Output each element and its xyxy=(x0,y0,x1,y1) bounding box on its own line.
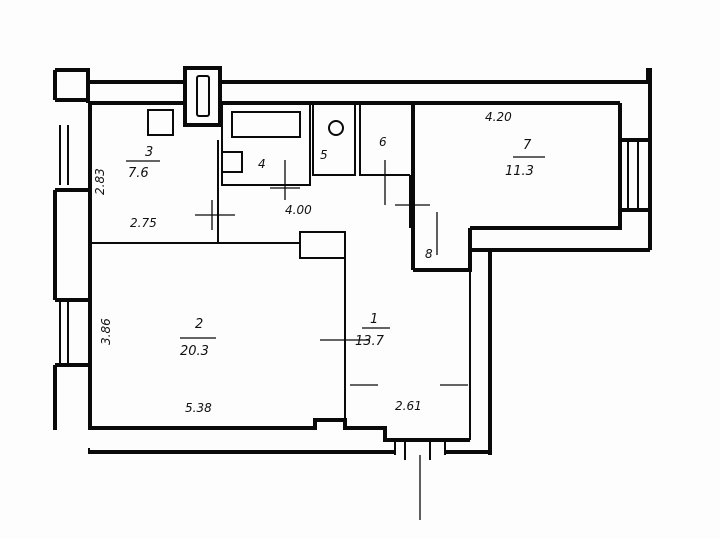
room-3-depth: 2.83 xyxy=(93,168,107,195)
room-5-number: 5 xyxy=(320,148,328,162)
window-left-2 xyxy=(59,300,69,365)
fixtures xyxy=(59,109,639,460)
room-number: 7 xyxy=(523,138,532,153)
room-8-number: 8 xyxy=(425,247,433,261)
room-area: 7.6 xyxy=(128,166,149,181)
room-7-width: 4.20 xyxy=(485,110,512,124)
room-area: 11.3 xyxy=(505,164,534,179)
interior-walls xyxy=(88,101,622,455)
door-markers xyxy=(195,160,468,520)
room-2-label: 2 20.3 xyxy=(180,317,216,359)
outer-walls xyxy=(53,66,652,455)
bathtub-icon xyxy=(231,111,301,138)
room-1-label: 1 13.7 xyxy=(355,312,390,349)
room-2-width: 5.38 xyxy=(185,401,212,415)
room-number: 2 xyxy=(195,317,203,332)
stove-icon xyxy=(147,109,174,136)
toilet-icon xyxy=(328,120,344,136)
room-area: 13.7 xyxy=(355,334,385,349)
room-4-number: 4 xyxy=(258,157,266,171)
window-right xyxy=(627,140,639,210)
hall-length: 4.00 xyxy=(285,203,312,217)
ventilation-shaft xyxy=(183,75,222,127)
washbasin-icon xyxy=(221,151,243,173)
room-3-label: 3 7.6 xyxy=(126,145,160,181)
room-6-number: 6 xyxy=(379,135,387,149)
room-3-width: 2.75 xyxy=(130,216,157,230)
room-2-depth: 3.86 xyxy=(99,318,113,345)
room-area: 20.3 xyxy=(180,344,209,359)
window-left-1 xyxy=(59,125,69,185)
room-number: 1 xyxy=(370,312,378,327)
entrance-door xyxy=(404,440,431,460)
hall-bottom-width: 2.61 xyxy=(395,399,422,413)
room-number: 3 xyxy=(145,145,153,160)
room-7-label: 7 11.3 xyxy=(505,138,545,179)
